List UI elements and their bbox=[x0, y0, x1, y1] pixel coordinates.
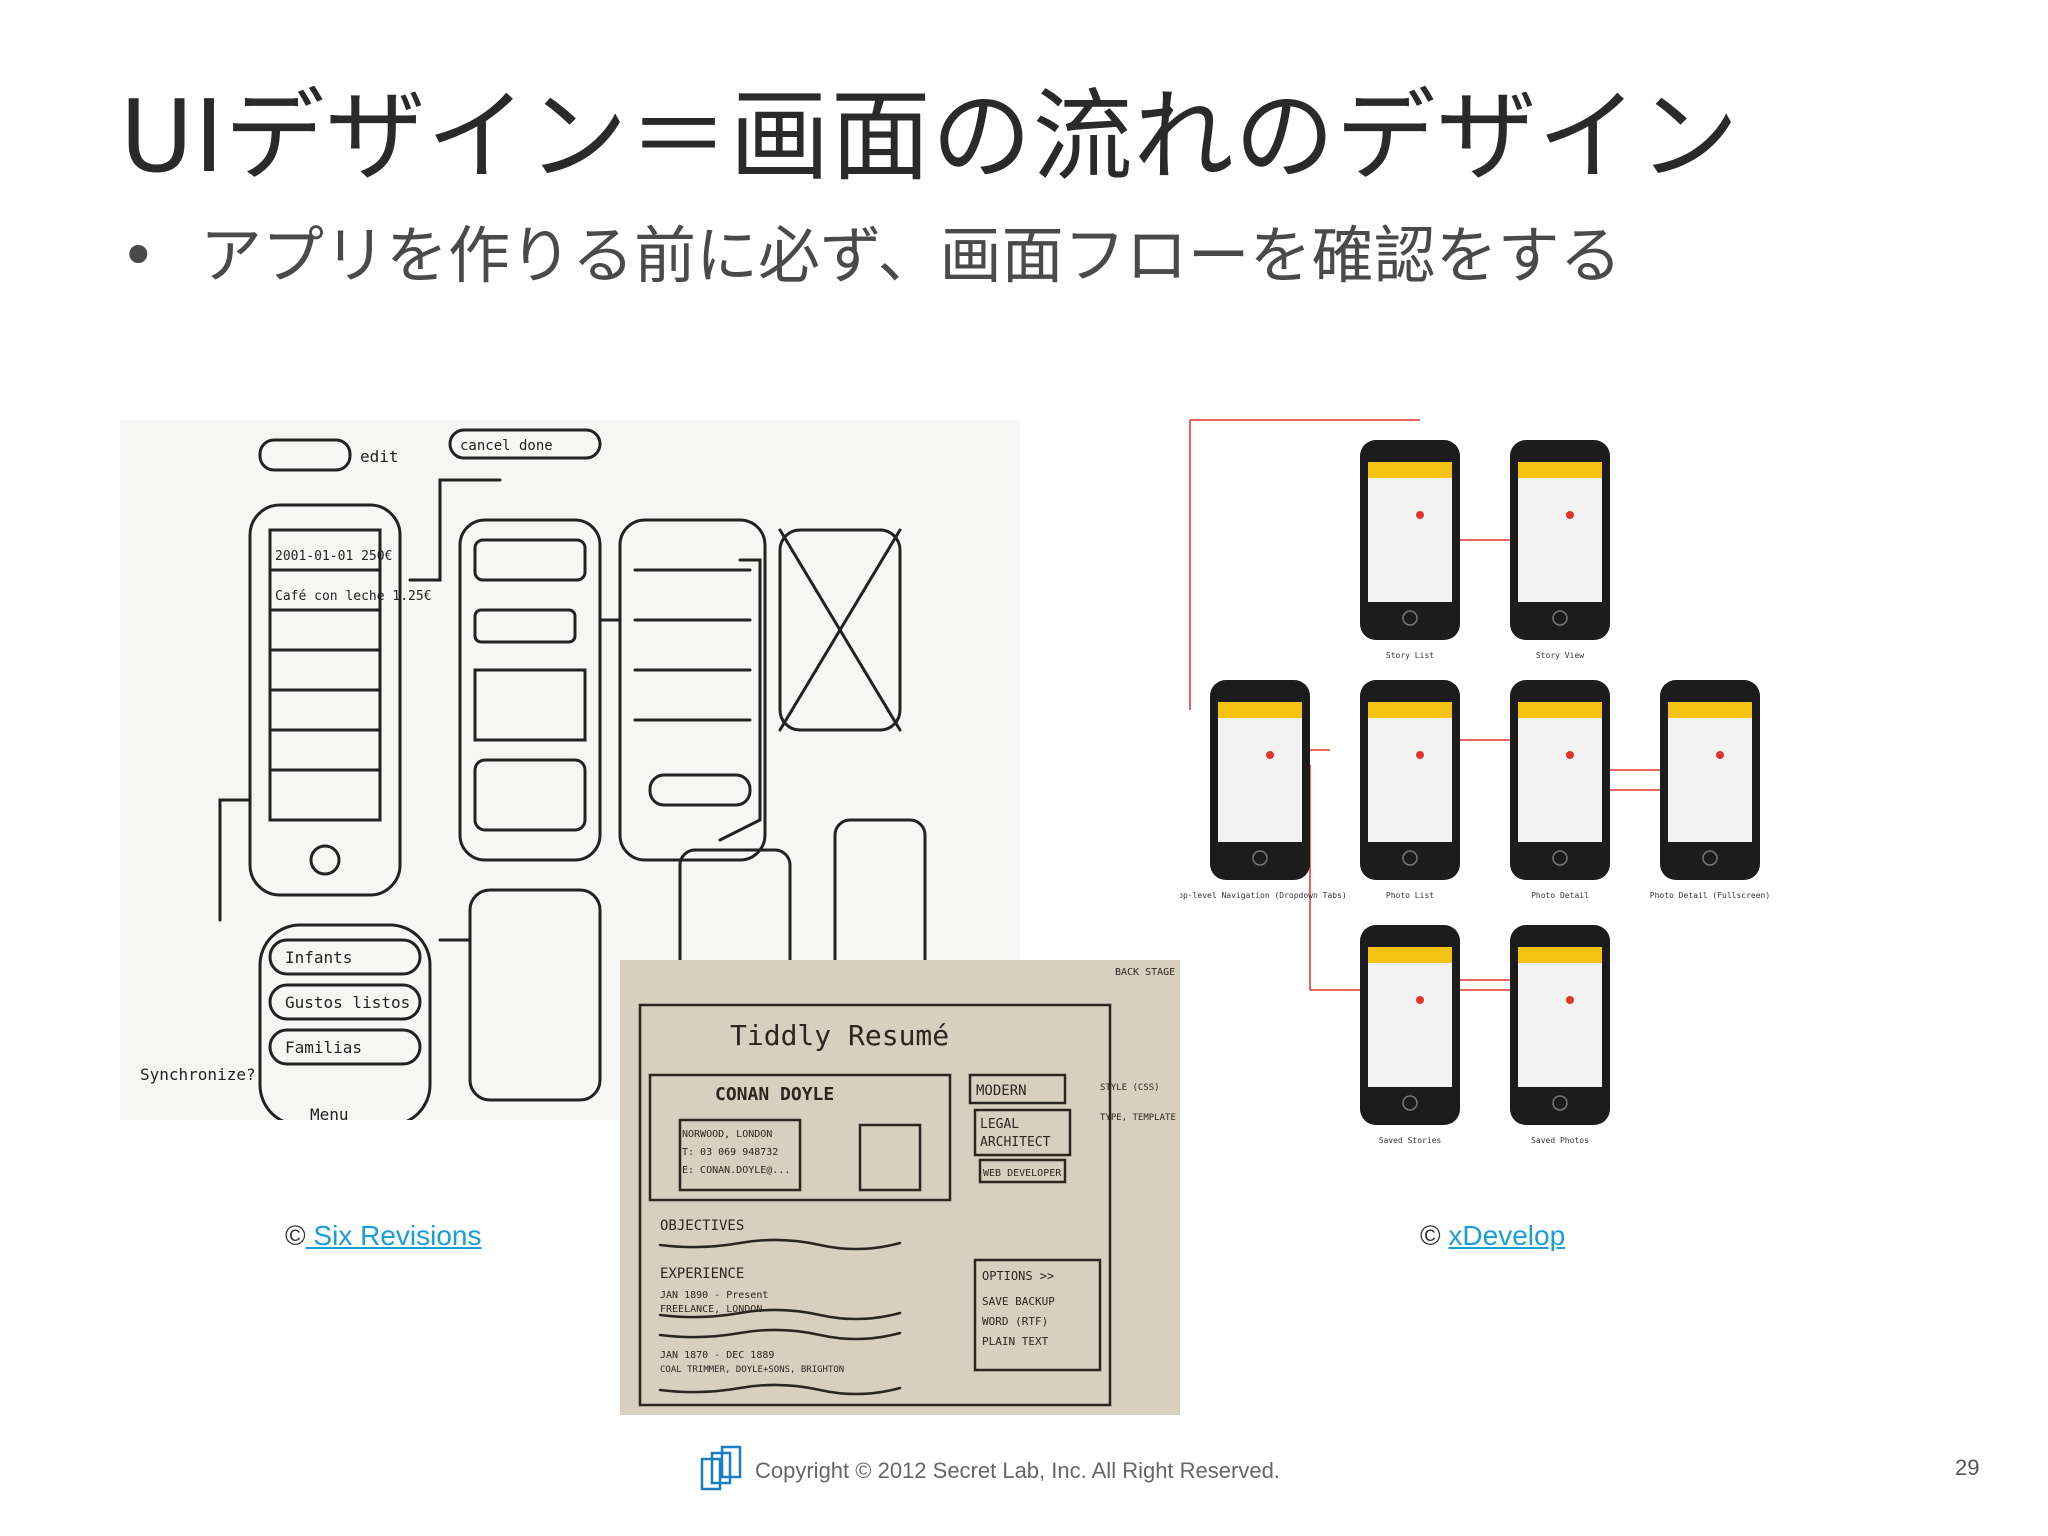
resume-section-heading: OBJECTIVES bbox=[660, 1218, 744, 1234]
footer-copyright: Copyright © 2012 Secret Lab, Inc. All Ri… bbox=[755, 1458, 1280, 1483]
phone-screen-label: Photo Detail (Fullscreen) bbox=[1650, 891, 1770, 900]
phone-screen bbox=[1360, 925, 1460, 1125]
resume-option: PLAIN TEXT bbox=[982, 1335, 1049, 1348]
resume-section-heading: EXPERIENCE bbox=[660, 1266, 744, 1282]
resume-option: SAVE BACKUP bbox=[982, 1295, 1055, 1308]
caption-six-revisions: © Six Revisions bbox=[285, 1220, 481, 1252]
resume-address-line: T: 03 069 948732 bbox=[682, 1147, 778, 1158]
secret-lab-logo-icon bbox=[700, 1445, 744, 1497]
sketch-row-text: Café con leche 1.25€ bbox=[275, 589, 432, 604]
resume-address-line: NORWOOD, LONDON bbox=[682, 1129, 772, 1140]
phone-screen bbox=[1510, 925, 1610, 1125]
bullet-point: • アプリを作りる前に必ず、画面フローを確認をする bbox=[120, 205, 1622, 295]
phone-screen bbox=[1360, 680, 1460, 880]
bullet-marker: • bbox=[120, 219, 157, 292]
resume-side-note: BACK STAGE bbox=[1115, 967, 1175, 978]
resume-side-note: STYLE (CSS) bbox=[1100, 1083, 1160, 1093]
phone-screen bbox=[1660, 680, 1760, 880]
xdevelop-link[interactable]: xDevelop bbox=[1448, 1220, 1566, 1251]
sketch-wireframe-image: edit cancel done 2001-01-01 250€ Café co… bbox=[120, 420, 1020, 1127]
phone-screen-label: Top-level Navigation (Dropdown Tabs) bbox=[1180, 891, 1347, 900]
phone-screen bbox=[1510, 440, 1610, 640]
page-number: 29 bbox=[1955, 1455, 1980, 1480]
resume-style-option: LEGAL bbox=[980, 1117, 1019, 1132]
sketch-row-text: Infants bbox=[285, 948, 352, 967]
caption-xdevelop: © xDevelop bbox=[1420, 1220, 1565, 1252]
phone-screen bbox=[1360, 440, 1460, 640]
resume-experience-line: COAL TRIMMER, DOYLE+SONS, BRIGHTON bbox=[660, 1365, 844, 1375]
phone-screen-label: Story List bbox=[1386, 651, 1434, 660]
copyright-symbol: © bbox=[285, 1220, 306, 1251]
six-revisions-link[interactable]: Six Revisions bbox=[305, 1220, 482, 1251]
sketch-row-text: Familias bbox=[285, 1038, 362, 1057]
sketch-row-text: 2001-01-01 250€ bbox=[275, 549, 392, 564]
sketch-row-text: Gustos listos bbox=[285, 993, 410, 1012]
resume-experience-line: JAN 1890 - Present bbox=[660, 1290, 768, 1301]
resume-name: CONAN DOYLE bbox=[715, 1084, 834, 1105]
resume-experience-line: FREELANCE, LONDON bbox=[660, 1304, 762, 1315]
copyright-symbol: © bbox=[1420, 1220, 1441, 1251]
phone-screen-label: Saved Photos bbox=[1531, 1136, 1589, 1145]
resume-title: Tiddly Resumé bbox=[730, 1019, 949, 1052]
phone-screen bbox=[1510, 680, 1610, 880]
resume-option: WORD (RTF) bbox=[982, 1315, 1048, 1328]
resume-address-line: E: CONAN.DOYLE@... bbox=[682, 1165, 790, 1176]
phone-screen-label: Photo List bbox=[1386, 891, 1434, 900]
sketch-row-text: Synchronize? bbox=[140, 1065, 256, 1084]
sketch-row-text: Menu bbox=[310, 1105, 349, 1120]
resume-style-option: ARCHITECT bbox=[980, 1135, 1051, 1150]
phone-screen-label: Photo Detail bbox=[1531, 891, 1589, 900]
resume-side-note: TYPE, TEMPLATE bbox=[1100, 1113, 1176, 1123]
phone-screen-label: Saved Stories bbox=[1379, 1136, 1442, 1145]
resume-style-option: MODERN bbox=[976, 1083, 1027, 1099]
phone-screen-label: Story View bbox=[1536, 651, 1584, 660]
phone-screen bbox=[1210, 680, 1310, 880]
resume-sketch-image: Tiddly Resumé CONAN DOYLE NORWOOD, LONDO… bbox=[620, 960, 1180, 1415]
svg-text:edit: edit bbox=[360, 447, 399, 466]
resume-experience-line: JAN 1870 - DEC 1889 bbox=[660, 1350, 774, 1361]
svg-text:cancel done: cancel done bbox=[460, 438, 553, 454]
resume-options-title: OPTIONS >> bbox=[982, 1269, 1054, 1283]
bullet-text: アプリを作りる前に必ず、画面フローを確認をする bbox=[200, 219, 1622, 292]
resume-style-option: WEB DEVELOPER bbox=[983, 1168, 1062, 1179]
slide-title: UIデザイン＝画面の流れのデザイン bbox=[120, 78, 1740, 195]
